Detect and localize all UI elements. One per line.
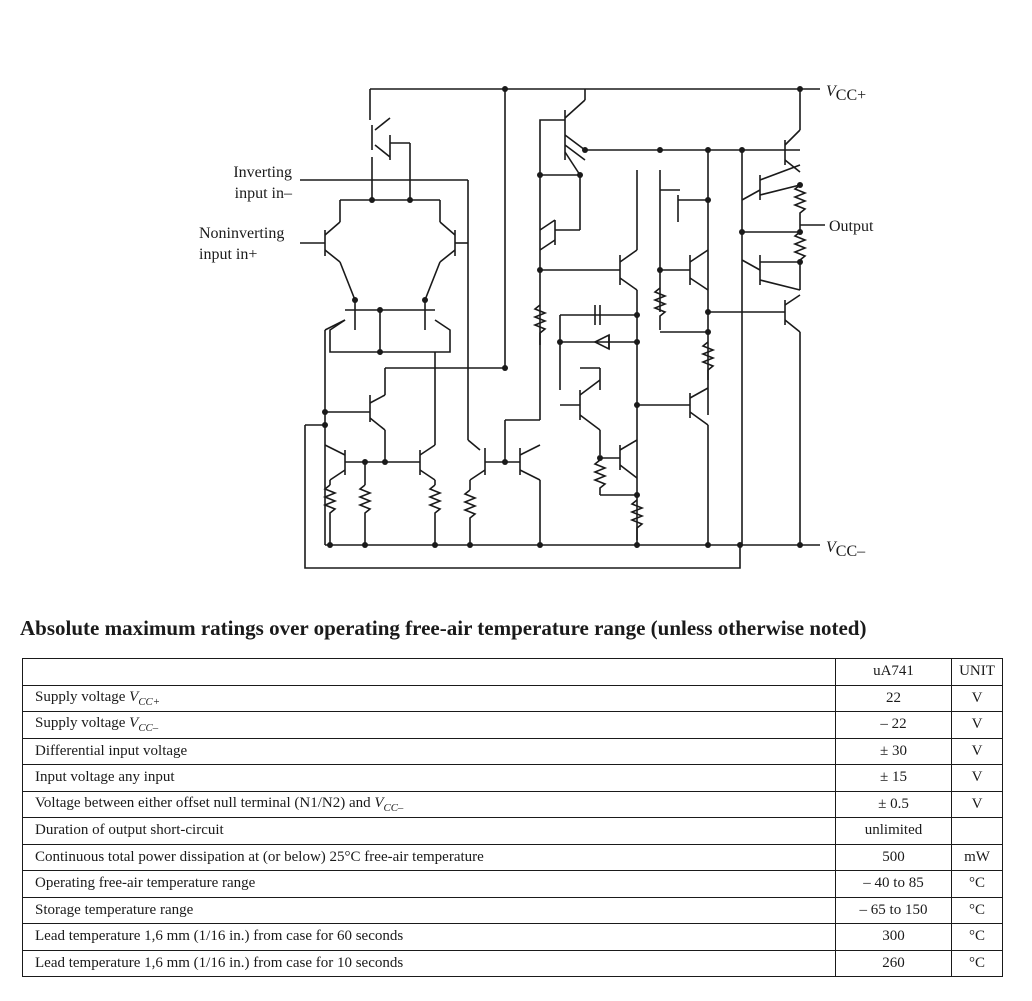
header-value: uA741 [835, 658, 952, 686]
row-parameter: Supply voltage VCC+ [22, 684, 836, 712]
row-value: ± 0.5 [835, 790, 952, 818]
table-row: Lead temperature 1,6 mm (1/16 in.) from … [22, 923, 1003, 951]
row-parameter: Differential input voltage [22, 737, 836, 765]
noninverting-label-2: input in+ [199, 246, 257, 263]
feedback-loop [304, 424, 741, 569]
table-row: Operating free-air temperature range– 40… [22, 870, 1003, 898]
row-unit: V [951, 737, 1003, 765]
row-value: – 65 to 150 [835, 896, 952, 924]
ua741-schematic: Inverting input in– Noninverting input i… [199, 83, 874, 569]
output-stage [637, 89, 825, 545]
row-parameter: Continuous total power dissipation at (o… [22, 843, 836, 871]
output-label: Output [829, 218, 874, 235]
row-parameter: Storage temperature range [22, 896, 836, 924]
row-value: 260 [835, 949, 952, 977]
vcc-plus-rail [369, 88, 820, 120]
row-value: ± 30 [835, 737, 952, 765]
table-header-row: uA741 UNIT [22, 658, 1003, 686]
row-unit: mW [951, 843, 1003, 871]
row-value: 500 [835, 843, 952, 871]
section-title: Absolute maximum ratings over operating … [20, 616, 867, 640]
table-row: Storage temperature range– 65 to 150°C [22, 896, 1003, 924]
row-unit [951, 817, 1003, 845]
row-unit: V [951, 711, 1003, 739]
row-unit: °C [951, 870, 1003, 898]
table-row: Voltage between either offset null termi… [22, 790, 1003, 818]
row-parameter: Input voltage any input [22, 764, 836, 792]
row-unit: °C [951, 949, 1003, 977]
middle-mirror [462, 243, 541, 545]
input-stage [300, 117, 469, 545]
vcc-minus-label: VCC– [826, 539, 866, 560]
row-value: – 40 to 85 [835, 870, 952, 898]
row-parameter: Lead temperature 1,6 mm (1/16 in.) from … [22, 923, 836, 951]
inverting-label-2: input in– [235, 185, 293, 202]
row-parameter: Operating free-air temperature range [22, 870, 836, 898]
row-value: 300 [835, 923, 952, 951]
row-parameter: Supply voltage VCC– [22, 711, 836, 739]
row-value: 22 [835, 684, 952, 712]
row-parameter: Duration of output short-circuit [22, 817, 836, 845]
row-value: ± 15 [835, 764, 952, 792]
junction-dots [322, 86, 803, 548]
row-unit: °C [951, 896, 1003, 924]
table-row: Continuous total power dissipation at (o… [22, 843, 1003, 871]
row-value: unlimited [835, 817, 952, 845]
table-row: Lead temperature 1,6 mm (1/16 in.) from … [22, 949, 1003, 977]
active-load [532, 89, 800, 420]
row-unit: °C [951, 923, 1003, 951]
inverting-label-1: Inverting [233, 164, 292, 181]
driver-stage [559, 170, 645, 545]
noninverting-label-1: Noninverting [199, 225, 284, 242]
row-parameter: Lead temperature 1,6 mm (1/16 in.) from … [22, 949, 836, 977]
row-unit: V [951, 790, 1003, 818]
row-unit: V [951, 684, 1003, 712]
header-unit: UNIT [951, 658, 1003, 686]
vcc-plus-label: VCC+ [826, 83, 866, 104]
header-param [22, 658, 836, 686]
row-value: – 22 [835, 711, 952, 739]
bias-network [322, 89, 506, 545]
row-unit: V [951, 764, 1003, 792]
row-parameter: Voltage between either offset null termi… [22, 790, 836, 818]
